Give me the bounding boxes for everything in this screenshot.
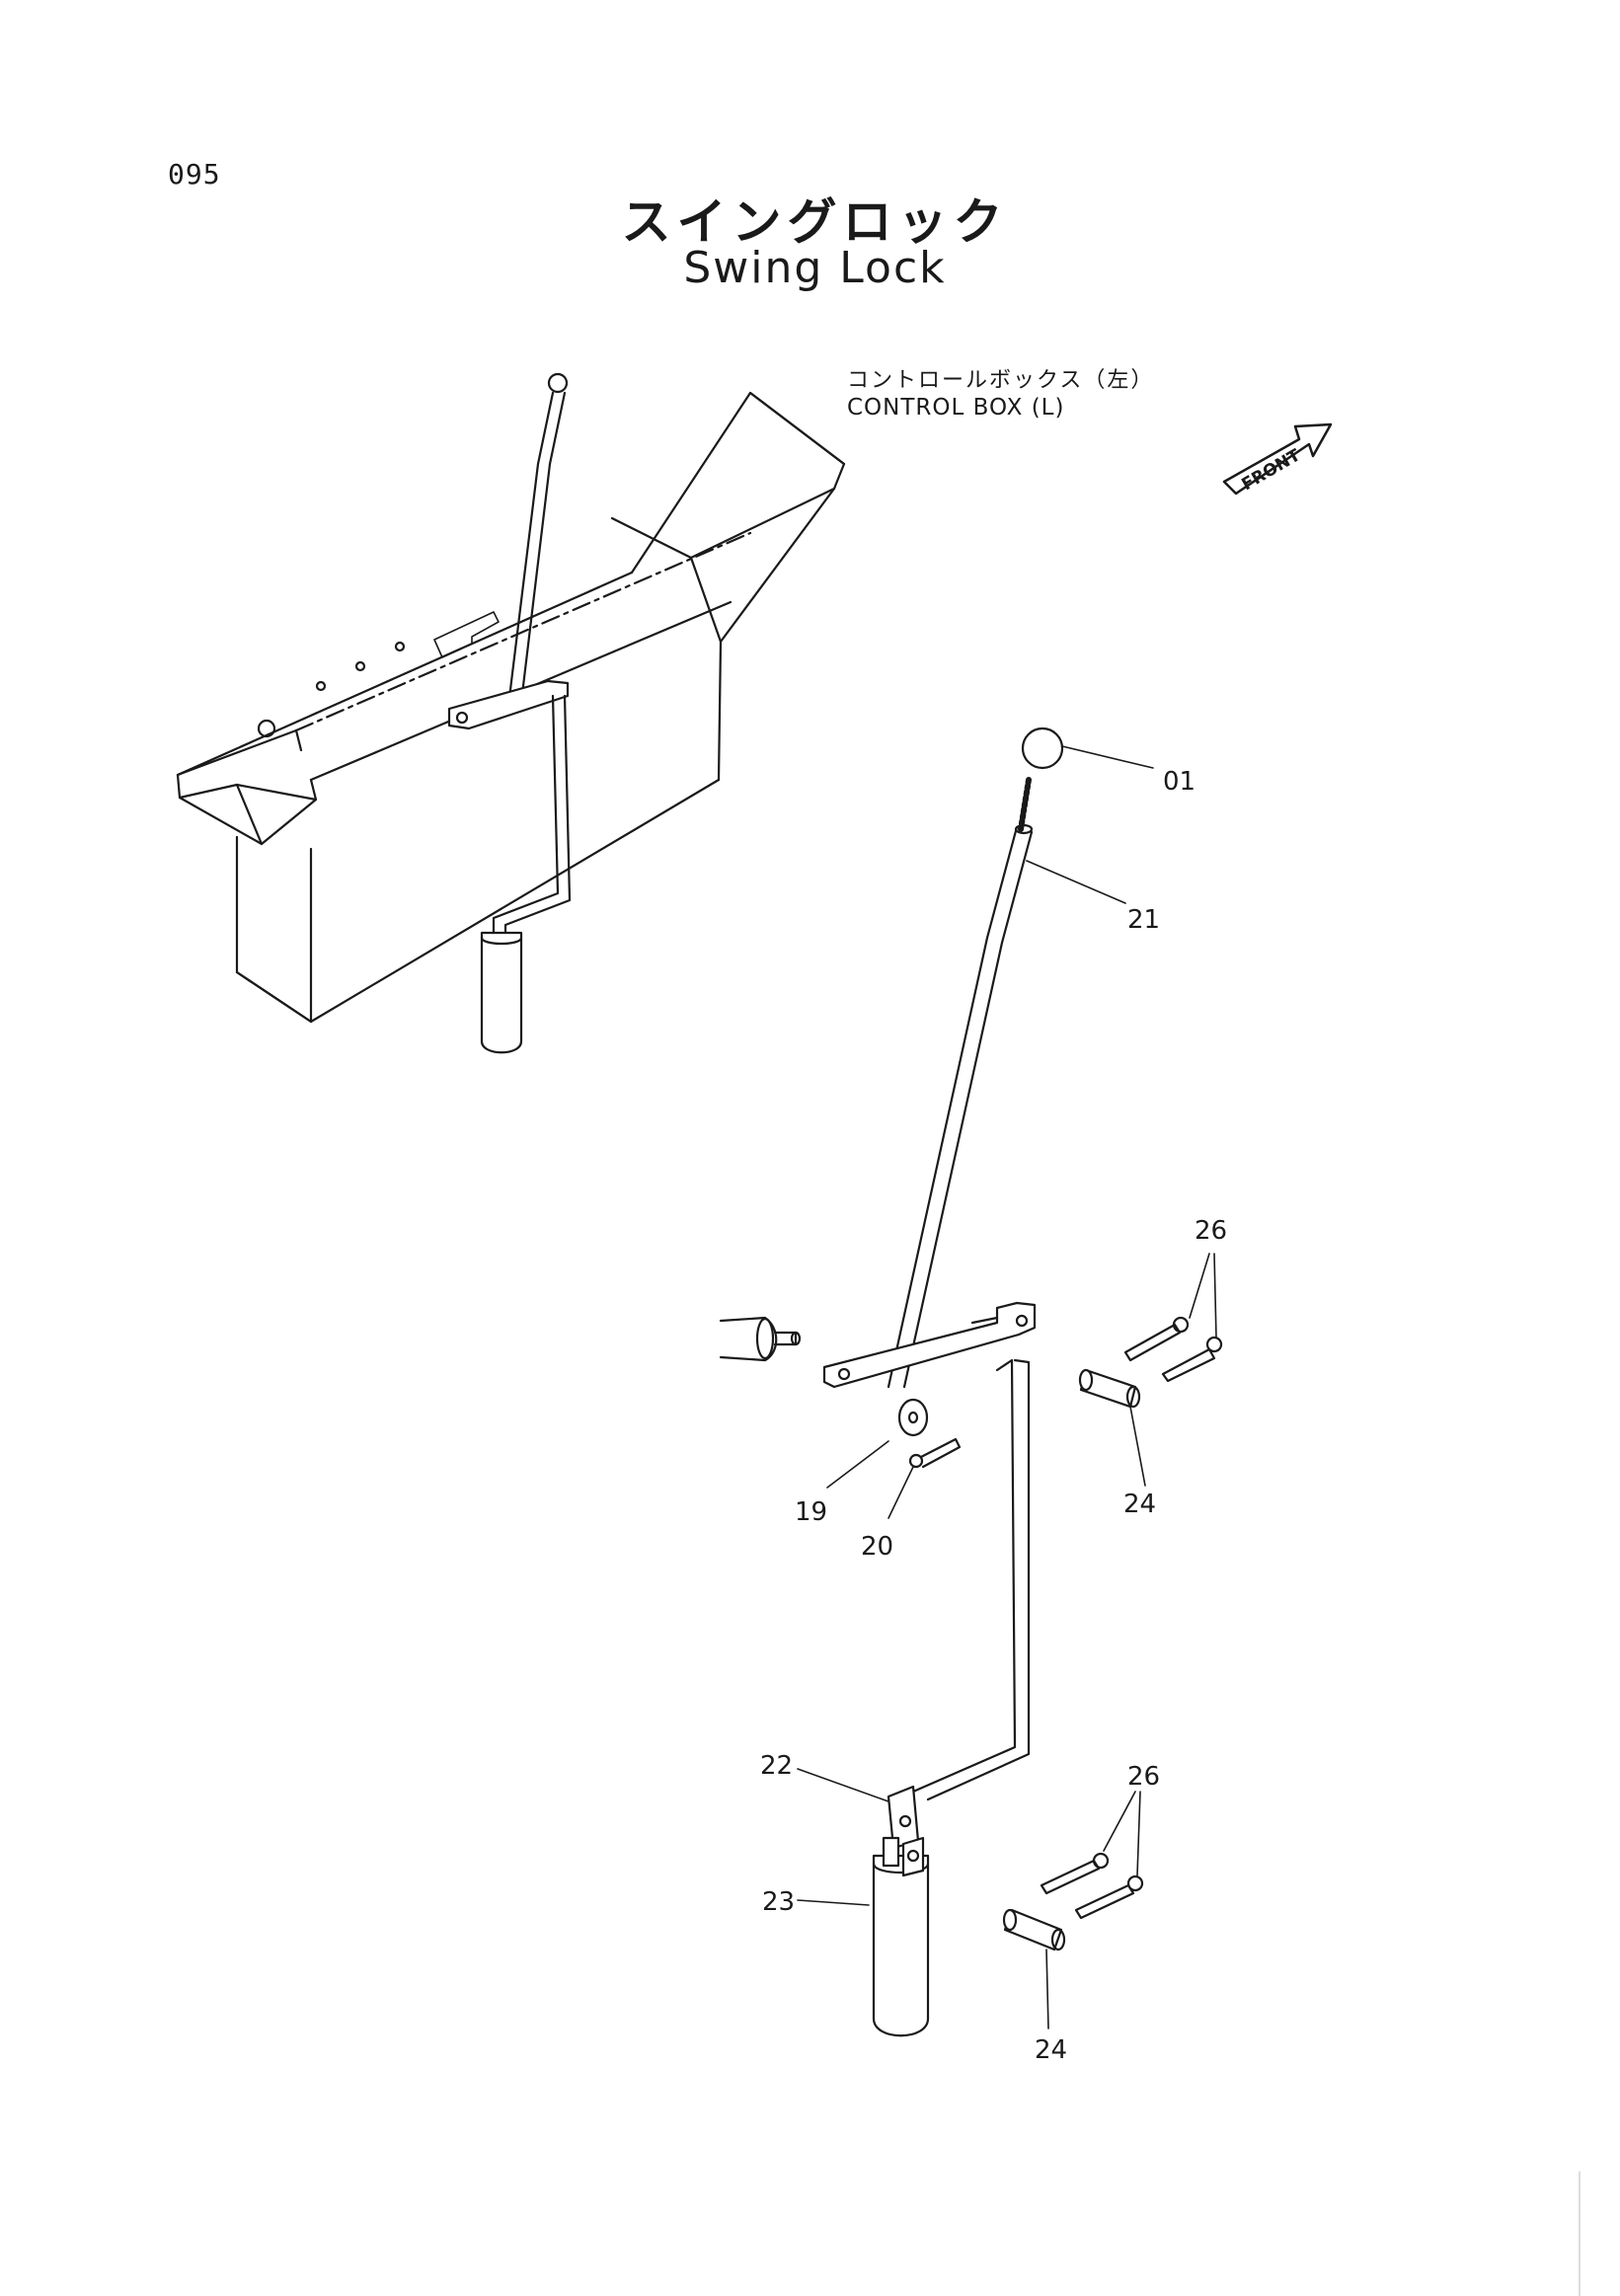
control-box-label-english: CONTROL BOX (L): [847, 395, 1065, 421]
part-01-knob: [1021, 727, 1154, 770]
title-english: Swing Lock: [683, 243, 947, 293]
callout-22: 22: [760, 1751, 793, 1781]
part-24-pin-lower: [1002, 1908, 1066, 2029]
part-20-cotter-pin: [887, 1437, 962, 1519]
front-arrow-icon: FRONT: [1222, 422, 1333, 495]
callout-24-lower: 24: [1035, 2035, 1067, 2065]
part-22-link-rod: [797, 1358, 1031, 1850]
callout-26-upper: 26: [1195, 1216, 1227, 1246]
part-21-lever: [887, 823, 1126, 1389]
callout-01: 01: [1163, 767, 1196, 797]
lever-bracket: [822, 1301, 1037, 1389]
title-japanese: スイングロック: [621, 193, 1009, 251]
callout-21: 21: [1127, 905, 1160, 935]
part-26-clips-upper: [1123, 1253, 1223, 1383]
part-23-cylinder: [797, 1836, 930, 2037]
callout-26-lower: 26: [1127, 1762, 1160, 1792]
callout-20: 20: [861, 1532, 893, 1562]
control-box-label-japanese: コントロールボックス（左）: [847, 368, 1155, 393]
callout-23: 23: [762, 1887, 795, 1917]
control-box-overview: [176, 372, 846, 1054]
callout-19: 19: [795, 1497, 827, 1527]
part-26-clips-lower: [1040, 1791, 1144, 1920]
pivot-shaft: [719, 1316, 802, 1362]
part-24-pin-upper: [1078, 1368, 1146, 1487]
part-19-washer: [826, 1398, 929, 1489]
page-number: 095: [168, 158, 221, 191]
callout-24-upper: 24: [1123, 1490, 1156, 1519]
